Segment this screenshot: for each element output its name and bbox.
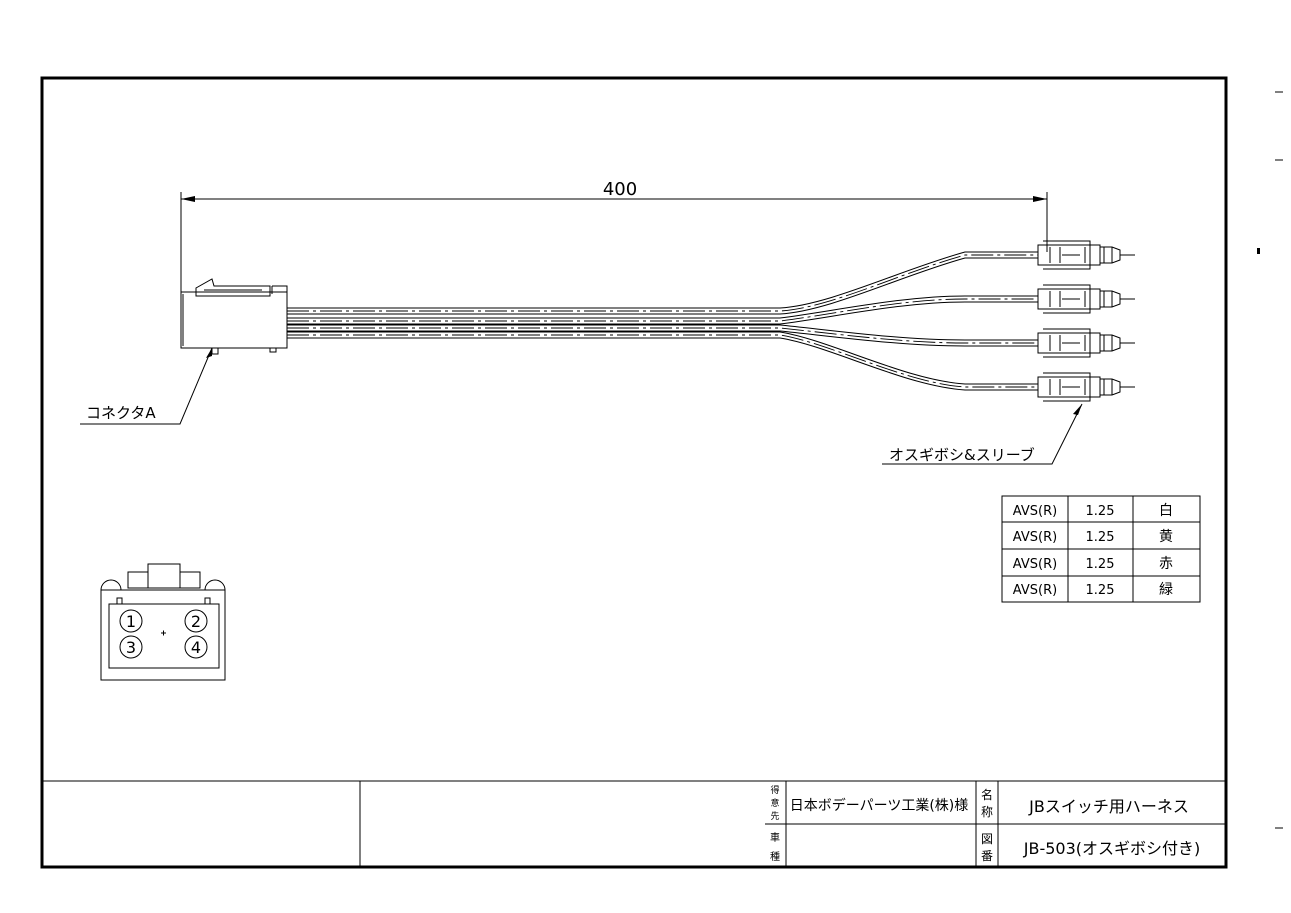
terminal-4	[1037, 372, 1135, 402]
terminal-3	[1037, 328, 1135, 358]
title-block: 得 意 先 日本ボデーパーツ工業(株)様 車 種 名 称 JBスイッチ用ハーネス…	[42, 780, 1226, 867]
customer-label-2: 意	[770, 797, 779, 809]
wire-type: AVS(R)	[1013, 530, 1057, 545]
wire-size: 1.25	[1086, 504, 1115, 519]
pin-4: 4	[191, 638, 201, 657]
drawing-number: JB-503(オスギボシ付き)	[1023, 839, 1201, 858]
terminal-1	[1037, 240, 1135, 270]
wire-color: 黄	[1159, 528, 1173, 545]
connector-label-leader: コネクタA	[80, 347, 213, 425]
wire-color: 赤	[1159, 556, 1173, 572]
pin-1: 1	[126, 612, 136, 631]
wire-spec-table: AVS(R) 1.25 白 AVS(R) 1.25 黄 AVS(R) 1.25 …	[1001, 495, 1201, 603]
wire-color: 緑	[1159, 582, 1173, 598]
connector-label: コネクタA	[86, 404, 156, 422]
drawing-frame	[40, 76, 1228, 869]
pin-2: 2	[191, 612, 201, 631]
customer-label-3: 先	[770, 810, 779, 822]
wire-color: 白	[1159, 503, 1173, 519]
name-label-1: 名	[981, 787, 993, 802]
wire-size: 1.25	[1086, 583, 1115, 598]
wire-type: AVS(R)	[1013, 583, 1057, 598]
connector-pinout-view: 1 2 3 4	[100, 563, 226, 681]
dimension-value: 400	[603, 179, 637, 200]
customer-value: 日本ボデーパーツ工業(株)様	[790, 797, 969, 814]
dimension-400: 400	[180, 179, 1048, 292]
terminal-label: オスギボシ&スリーブ	[889, 446, 1035, 464]
wire-size: 1.25	[1086, 557, 1115, 572]
connector-a-side-view	[180, 278, 288, 355]
pin-3: 3	[126, 638, 136, 657]
wire-type: AVS(R)	[1013, 504, 1057, 519]
wire-bundle	[287, 251, 1038, 391]
drawing-label-1: 図	[981, 832, 993, 846]
wire-size: 1.25	[1086, 530, 1115, 545]
name-value: JBスイッチ用ハーネス	[1028, 797, 1189, 816]
edge-marks	[1257, 91, 1283, 829]
name-label-2: 称	[981, 805, 993, 819]
terminal-label-leader: オスギボシ&スリーブ	[882, 403, 1083, 465]
drawing-label-2: 番	[981, 849, 993, 863]
terminal-2	[1037, 284, 1135, 314]
model-label-2: 種	[770, 850, 780, 863]
customer-label-1: 得	[770, 784, 779, 796]
wire-type: AVS(R)	[1013, 557, 1057, 572]
model-label-1: 車	[770, 831, 780, 844]
